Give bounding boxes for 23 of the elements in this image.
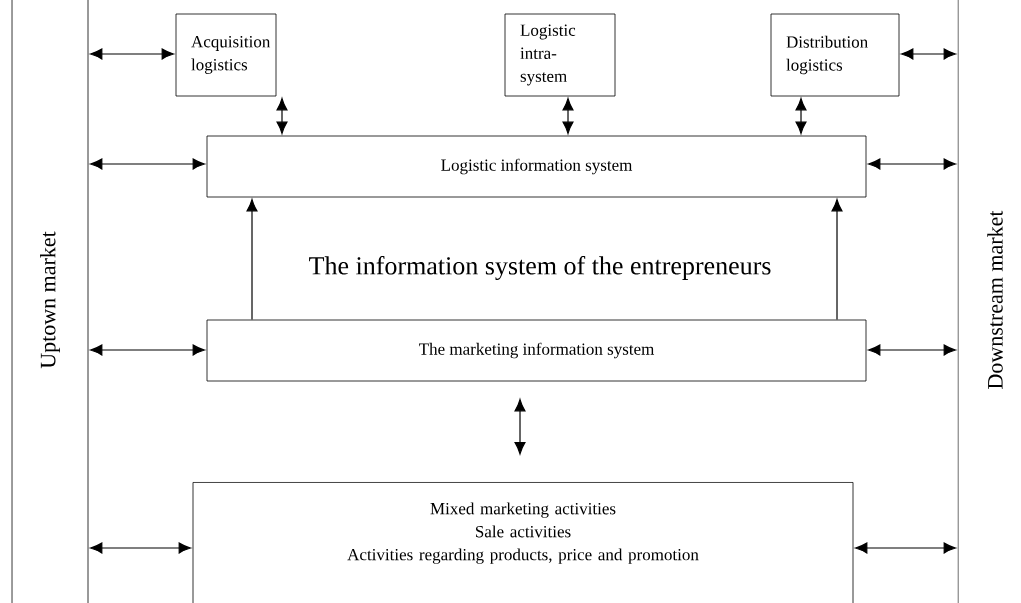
arrow <box>795 98 807 134</box>
system-box: The marketing information system <box>206 319 867 382</box>
activities-box: Mixed marketing activities Sale activities Activities regarding products, price and promotion <box>192 482 854 603</box>
logistics-box: Acquisition logistics <box>175 13 277 97</box>
market-band: Downstream market <box>957 0 1021 603</box>
arrow <box>868 344 956 356</box>
arrow <box>855 542 956 554</box>
arrow <box>276 98 288 134</box>
arrow <box>514 399 526 455</box>
arrow <box>246 199 258 321</box>
arrow <box>90 158 205 170</box>
logistics-box: Distribution logistics <box>770 13 900 97</box>
arrow <box>901 48 956 60</box>
market-band: Uptown market <box>11 0 89 603</box>
heading-text: The information system of the entrepreneurs <box>309 256 771 280</box>
arrow <box>90 542 191 554</box>
arrow <box>90 48 174 60</box>
arrow <box>868 158 956 170</box>
logistics-box: Logistic intra-system <box>504 13 616 97</box>
arrow <box>90 344 205 356</box>
arrow <box>562 98 574 134</box>
arrow <box>831 199 843 321</box>
system-box: Logistic information system <box>206 135 867 198</box>
